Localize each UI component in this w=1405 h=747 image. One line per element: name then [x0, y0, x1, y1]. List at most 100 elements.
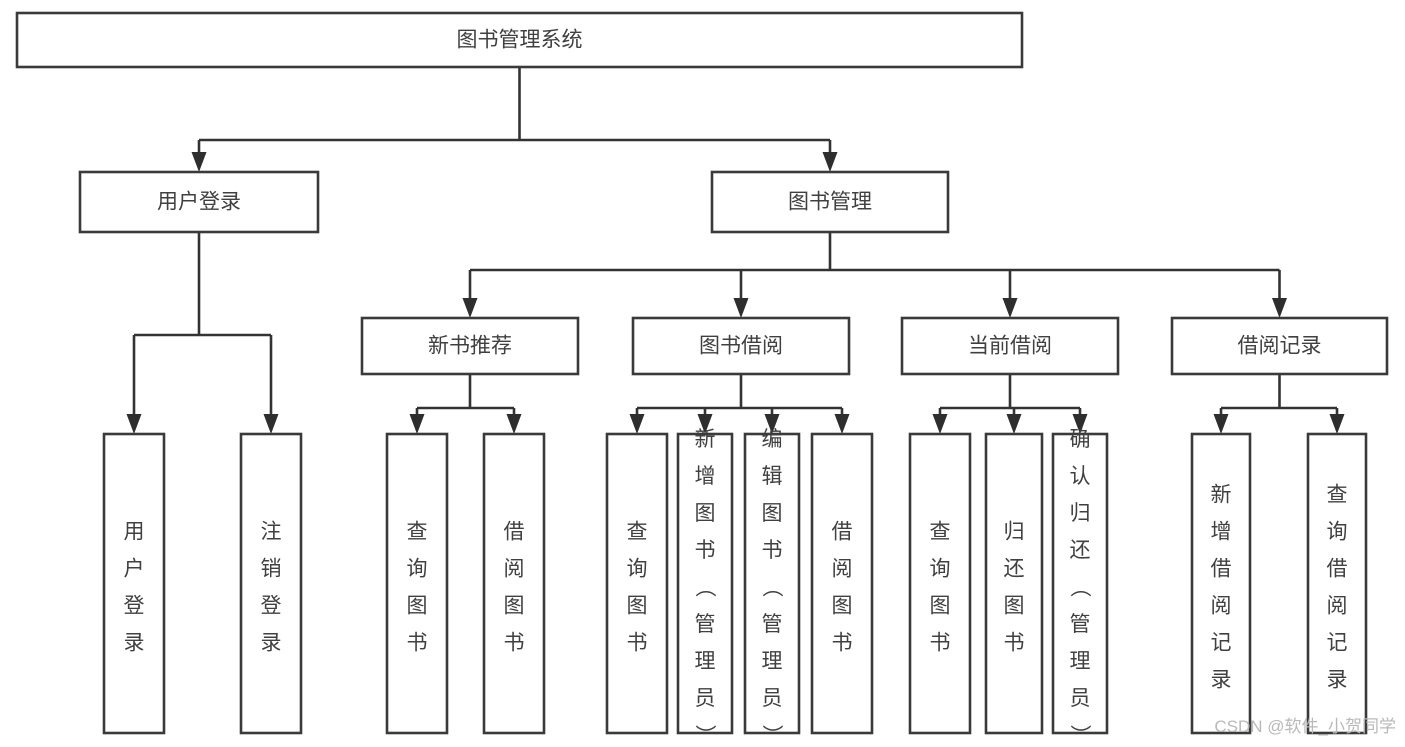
arrow-head-icon [822, 152, 838, 172]
arrow-head-icon [733, 298, 749, 318]
node-label-borrow-record: 借阅记录 [1238, 335, 1322, 358]
svg-text:增: 增 [695, 465, 716, 488]
connector-layer [126, 67, 1345, 434]
svg-text:图: 图 [1004, 594, 1025, 617]
svg-text:辑: 辑 [762, 465, 783, 488]
arrow-head-icon [1329, 414, 1345, 434]
svg-text:查: 查 [930, 520, 951, 543]
svg-text:管: 管 [695, 613, 716, 636]
arrow-head-icon [629, 414, 645, 434]
svg-text:借: 借 [504, 520, 525, 543]
svg-text:记: 记 [1211, 631, 1232, 654]
node-box-current-borrow[interactable] [900, 316, 1120, 376]
node-label-book-management: 图书管理 [788, 191, 872, 214]
node-box-return-book[interactable] [984, 432, 1044, 735]
node-box-user-login[interactable] [78, 170, 320, 234]
svg-text:用: 用 [124, 520, 145, 543]
svg-text:查: 查 [627, 520, 648, 543]
arrow-head-icon [126, 414, 142, 434]
svg-text:还: 还 [1070, 539, 1091, 562]
svg-text:理: 理 [1070, 650, 1091, 673]
svg-text:登: 登 [261, 594, 282, 617]
svg-text:借: 借 [832, 520, 853, 543]
node-label-root: 图书管理系统 [457, 29, 583, 52]
svg-text:书: 书 [627, 631, 648, 654]
node-box-query-book-2[interactable] [605, 432, 669, 735]
node-box-add-borrow-record[interactable] [1190, 432, 1252, 735]
node-box-query-book-1[interactable] [385, 432, 449, 735]
svg-text:认: 认 [1070, 465, 1091, 488]
svg-text:书: 书 [504, 631, 525, 654]
svg-text:阅: 阅 [1327, 594, 1348, 617]
svg-text:询: 询 [1327, 520, 1348, 543]
svg-text:销: 销 [261, 557, 282, 580]
arrow-head-icon [1272, 298, 1287, 318]
node-box-root[interactable] [15, 11, 1024, 69]
svg-text:图: 图 [627, 594, 648, 617]
node-box-user-login-do[interactable] [102, 432, 166, 735]
svg-text:图: 图 [695, 502, 716, 525]
node-label-new-book-recommend: 新书推荐 [428, 335, 512, 358]
node-box-borrow-book-1[interactable] [482, 432, 546, 735]
arrow-head-icon [1006, 414, 1022, 434]
node-box-book-borrow[interactable] [631, 316, 851, 376]
svg-text:理: 理 [762, 650, 783, 673]
svg-text:员: 员 [762, 687, 783, 710]
arrow-head-icon [1072, 414, 1088, 434]
svg-text:）: ） [693, 724, 716, 745]
svg-text:（: （ [693, 576, 716, 597]
node-box-user-logout[interactable] [239, 432, 303, 735]
node-box-borrow-record[interactable] [1170, 316, 1389, 376]
svg-text:新: 新 [695, 428, 716, 451]
svg-text:阅: 阅 [504, 557, 525, 580]
svg-text:）: ） [1068, 724, 1091, 745]
arrow-head-icon [932, 414, 948, 434]
svg-text:（: （ [760, 576, 783, 597]
svg-text:理: 理 [695, 650, 716, 673]
svg-text:管: 管 [762, 613, 783, 636]
svg-text:登: 登 [124, 594, 145, 617]
svg-text:员: 员 [695, 687, 716, 710]
svg-text:归: 归 [1070, 502, 1091, 525]
svg-text:借: 借 [1327, 557, 1348, 580]
svg-text:新: 新 [1211, 483, 1232, 506]
svg-text:录: 录 [261, 631, 282, 654]
arrow-head-icon [764, 414, 780, 434]
svg-text:查: 查 [407, 520, 428, 543]
node-box-new-book-recommend[interactable] [360, 316, 580, 376]
svg-text:增: 增 [1211, 520, 1232, 543]
arrow-head-icon [263, 414, 279, 434]
arrow-head-icon [834, 414, 850, 434]
svg-text:录: 录 [1327, 668, 1348, 691]
svg-text:员: 员 [1070, 687, 1091, 710]
svg-text:书: 书 [930, 631, 951, 654]
svg-text:）: ） [760, 724, 783, 745]
svg-text:编: 编 [762, 428, 783, 451]
node-box-book-management[interactable] [710, 170, 950, 234]
svg-text:图: 图 [504, 594, 525, 617]
arrow-head-icon [1002, 298, 1018, 318]
node-box-query-borrow-record[interactable] [1306, 432, 1368, 735]
svg-text:（: （ [1068, 576, 1091, 597]
node-box-borrow-book-2[interactable] [810, 432, 874, 735]
node-box-add-book-admin[interactable] [676, 432, 734, 735]
svg-text:书: 书 [407, 631, 428, 654]
node-box-query-book-3[interactable] [908, 432, 972, 735]
svg-text:阅: 阅 [832, 557, 853, 580]
svg-text:归: 归 [1004, 520, 1025, 543]
node-box-confirm-return-admin[interactable] [1051, 432, 1109, 735]
svg-text:记: 记 [1327, 631, 1348, 654]
svg-text:书: 书 [1004, 631, 1025, 654]
svg-text:确: 确 [1070, 428, 1091, 451]
node-box-edit-book-admin[interactable] [743, 432, 801, 735]
arrow-head-icon [697, 414, 713, 434]
